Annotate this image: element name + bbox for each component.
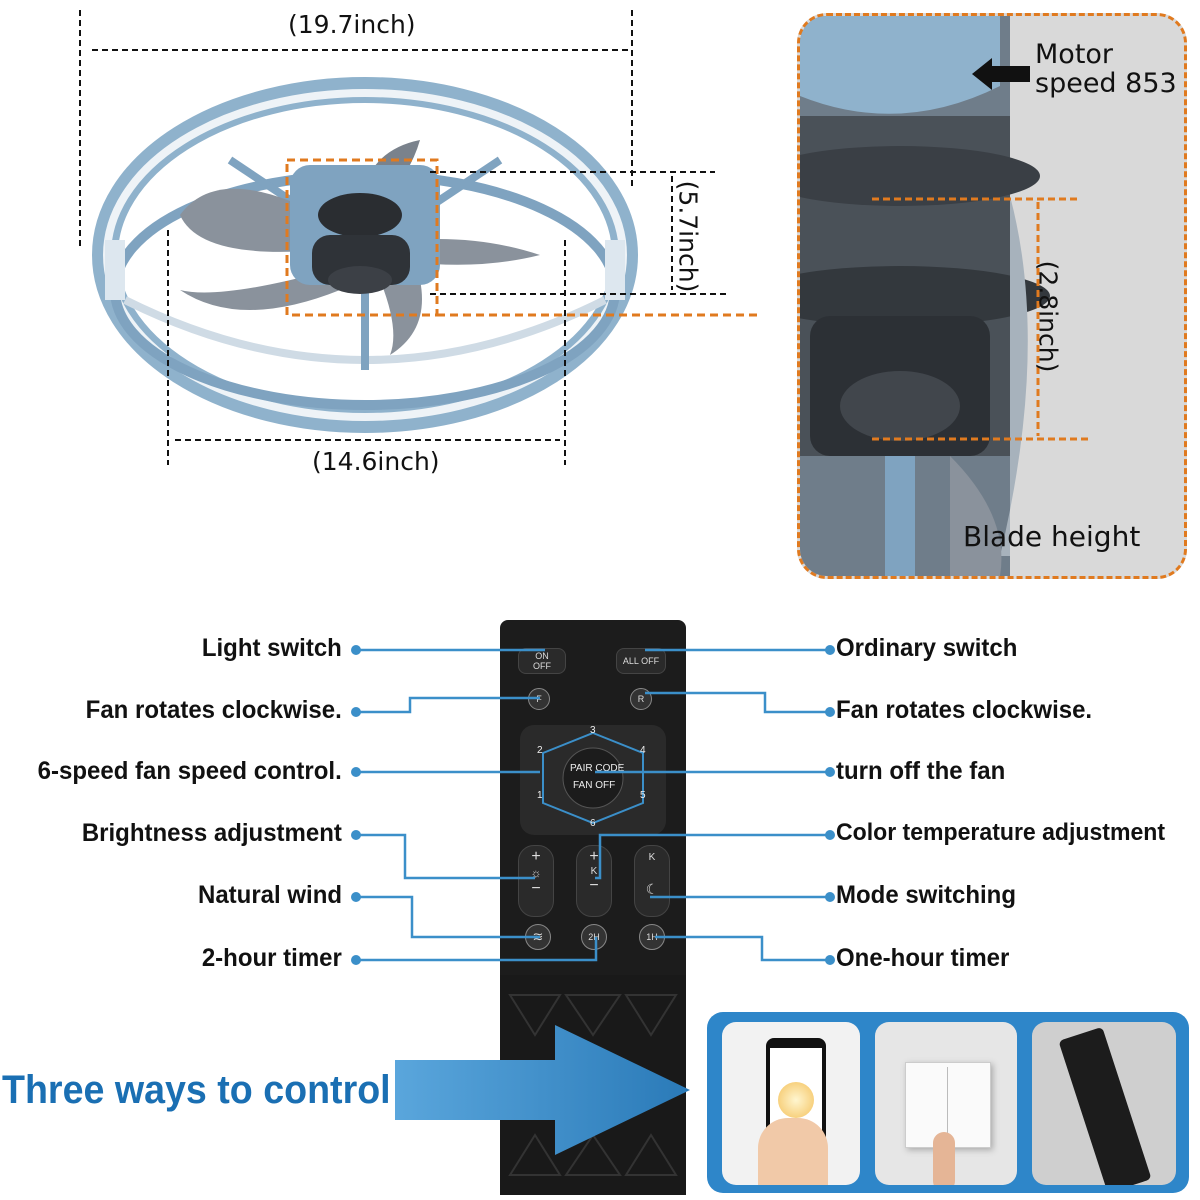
label-natural-wind: Natural wind: [197, 881, 342, 909]
remote-control-card: [1032, 1022, 1176, 1185]
speed-6-button[interactable]: 6: [590, 818, 596, 829]
app-control-card: [722, 1022, 860, 1185]
control-arrow: [395, 1025, 690, 1155]
speed-2-button[interactable]: 2: [537, 745, 543, 756]
motor-speed-label: Motor speed 853: [1035, 39, 1177, 99]
two-hour-timer-button[interactable]: 2H: [581, 924, 607, 950]
label-one-hour-timer: One-hour timer: [836, 944, 1010, 972]
inner-width-label: (14.6inch): [312, 447, 440, 476]
one-hour-timer-label: 1H: [646, 932, 658, 942]
three-ways-title: Three ways to control: [2, 1068, 391, 1112]
color-temp-plus-icon: +: [589, 848, 599, 865]
label-mode-switching: Mode switching: [836, 881, 1016, 909]
color-temp-minus-icon: −: [589, 877, 599, 894]
outer-width-label: (19.7inch): [288, 10, 416, 39]
on-off-button[interactable]: ON OFF: [518, 648, 566, 674]
color-temp-k-label: K: [590, 866, 598, 877]
brightness-rocker[interactable]: +☼−: [518, 845, 554, 917]
speed-ring: [542, 731, 644, 825]
label-fan-clockwise-left: Fan rotates clockwise.: [85, 696, 342, 724]
all-off-button-label: ALL OFF: [622, 656, 660, 666]
height-label: (5.7inch): [673, 180, 703, 293]
label-fan-clockwise-right: Fan rotates clockwise.: [836, 696, 1093, 724]
label-light-switch: Light switch: [202, 634, 342, 662]
mode-moon-icon: ☾: [645, 881, 659, 897]
speed-5-button[interactable]: 5: [640, 790, 646, 801]
remote-thumbnail-icon: [1058, 1026, 1152, 1185]
speed-3-button[interactable]: 3: [590, 725, 596, 736]
mode-k-label: K: [648, 852, 656, 863]
brightness-sun-icon: ☼: [530, 866, 542, 880]
on-off-button-label: ON OFF: [533, 651, 551, 671]
forward-button-label: F: [536, 694, 542, 704]
speed-4-button[interactable]: 4: [640, 745, 646, 756]
label-brightness: Brightness adjustment: [81, 819, 342, 847]
blade-gap-label: (2.8inch): [1033, 260, 1063, 373]
natural-wind-button[interactable]: ≋: [525, 924, 551, 950]
mode-rocker[interactable]: K☾: [634, 845, 670, 917]
wall-switch-card: [875, 1022, 1017, 1185]
detail-panel: [797, 13, 1187, 579]
finger-icon: [933, 1132, 955, 1185]
brightness-plus-icon: +: [531, 848, 541, 865]
two-hour-timer-label: 2H: [588, 932, 600, 942]
pair-code-label: PAIR CODE: [570, 763, 625, 774]
speed-1-button[interactable]: 1: [537, 790, 543, 801]
hand-icon: [758, 1118, 828, 1185]
all-off-button[interactable]: ALL OFF: [616, 648, 666, 674]
reverse-button-label: R: [637, 694, 645, 704]
label-six-speed: 6-speed fan speed control.: [37, 757, 342, 785]
forward-button[interactable]: F: [528, 688, 550, 710]
label-turn-off-fan: turn off the fan: [836, 757, 1006, 785]
brightness-minus-icon: −: [531, 880, 541, 897]
fan-off-button[interactable]: FAN OFF: [573, 780, 616, 791]
speed-pad: PAIR CODE FAN OFF 1 2 3 4 5 6: [520, 725, 666, 835]
label-color-temperature: Color temperature adjustment: [836, 819, 1166, 846]
reverse-button[interactable]: R: [630, 688, 652, 710]
fan-diagram: [79, 10, 760, 465]
blade-height-label: Blade height: [963, 520, 1141, 553]
detail-motor-illustration: [800, 16, 1090, 576]
label-two-hour-timer: 2-hour timer: [201, 944, 342, 972]
label-ordinary-switch: Ordinary switch: [836, 634, 1018, 662]
color-temp-rocker[interactable]: +K−: [576, 845, 612, 917]
one-hour-timer-button[interactable]: 1H: [639, 924, 665, 950]
